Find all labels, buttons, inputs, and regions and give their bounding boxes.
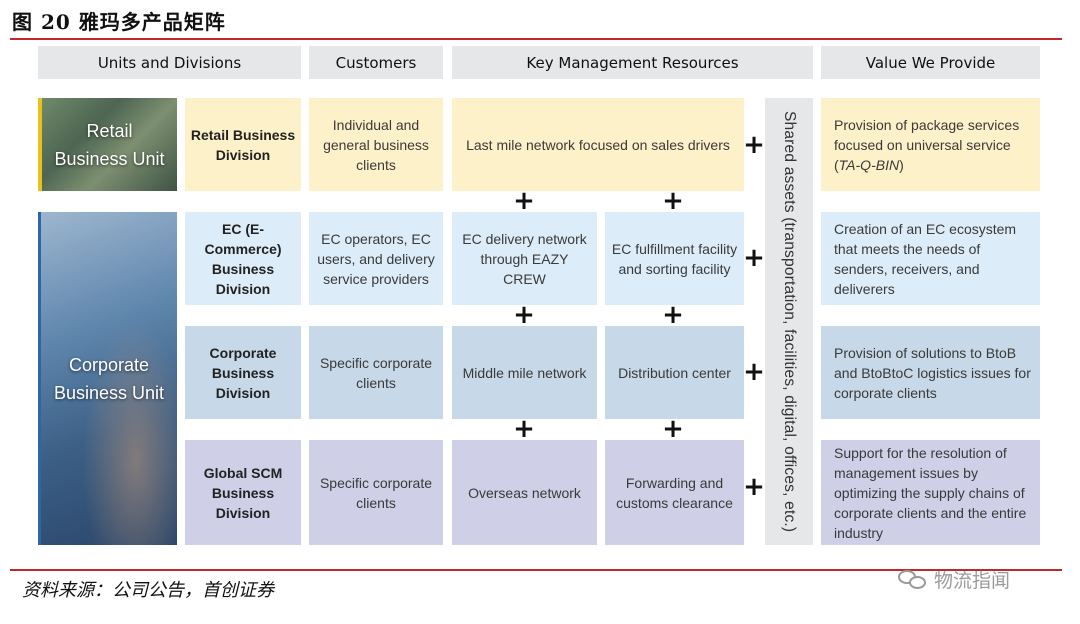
customers-corporate: Specific corporate clients — [309, 326, 443, 419]
plus-icon: + — [662, 300, 684, 330]
division-ec: EC (E-Commerce) Business Division — [185, 212, 301, 305]
header-resources: Key Management Resources — [452, 46, 813, 79]
plus-icon: + — [743, 357, 765, 387]
header-customers: Customers — [309, 46, 443, 79]
division-global-scm: Global SCM Business Division — [185, 440, 301, 545]
resource-global-forwarding: Forwarding and customs clearance — [605, 440, 744, 545]
value-retail-post: ) — [899, 156, 904, 173]
top-divider — [10, 38, 1062, 40]
value-corporate: Provision of solutions to BtoB and BtoBt… — [821, 326, 1040, 419]
resource-ec-network: EC delivery network through EAZY CREW — [452, 212, 597, 305]
resource-corporate-network: Middle mile network — [452, 326, 597, 419]
bottom-divider — [10, 569, 1062, 571]
division-retail: Retail Business Division — [185, 98, 301, 191]
watermark-text: 物流指闻 — [934, 569, 1011, 592]
plus-icon: + — [513, 414, 535, 444]
plus-icon: + — [743, 130, 765, 160]
plus-icon: + — [513, 300, 535, 330]
resource-ec-facility: EC fulfillment facility and sorting faci… — [605, 212, 744, 305]
header-value: Value We Provide — [821, 46, 1040, 79]
plus-icon: + — [743, 243, 765, 273]
value-retail-pre: Provision of package services focused on… — [834, 116, 1020, 173]
plus-icon: + — [743, 472, 765, 502]
watermark: 物流指闻 — [898, 566, 1010, 592]
value-ec: Creation of an EC ecosystem that meets t… — [821, 212, 1040, 305]
value-retail: Provision of package services focused on… — [821, 98, 1040, 191]
customers-global-scm: Specific corporate clients — [309, 440, 443, 545]
retail-unit-photo: Retail Business Unit — [38, 98, 177, 191]
plus-icon: + — [513, 186, 535, 216]
value-retail-text: Provision of package services focused on… — [834, 115, 1032, 175]
corporate-unit-photo: Corporate Business Unit — [38, 212, 177, 545]
source-note: 资料来源：公司公告，首创证券 — [22, 580, 274, 601]
retail-unit-label: Retail Business Unit — [54, 120, 165, 169]
corporate-unit-label: Corporate Business Unit — [53, 354, 165, 403]
division-corporate: Corporate Business Division — [185, 326, 301, 419]
value-retail-italic: TA-Q-BIN — [838, 156, 900, 173]
customers-retail: Individual and general business clients — [309, 98, 443, 191]
resource-corporate-center: Distribution center — [605, 326, 744, 419]
plus-icon: + — [662, 186, 684, 216]
shared-assets-label: Shared assets (transportation, facilitie… — [781, 110, 798, 533]
customers-ec: EC operators, EC users, and delivery ser… — [309, 212, 443, 305]
figure-title: 图 20 雅玛多产品矩阵 — [12, 10, 226, 34]
plus-icon: + — [662, 414, 684, 444]
header-units: Units and Divisions — [38, 46, 301, 79]
value-global-scm: Support for the resolution of management… — [821, 440, 1040, 545]
wechat-icon — [898, 568, 928, 590]
resource-global-network: Overseas network — [452, 440, 597, 545]
shared-assets-column: Shared assets (transportation, facilitie… — [765, 98, 813, 545]
resource-retail: Last mile network focused on sales drive… — [452, 98, 744, 191]
